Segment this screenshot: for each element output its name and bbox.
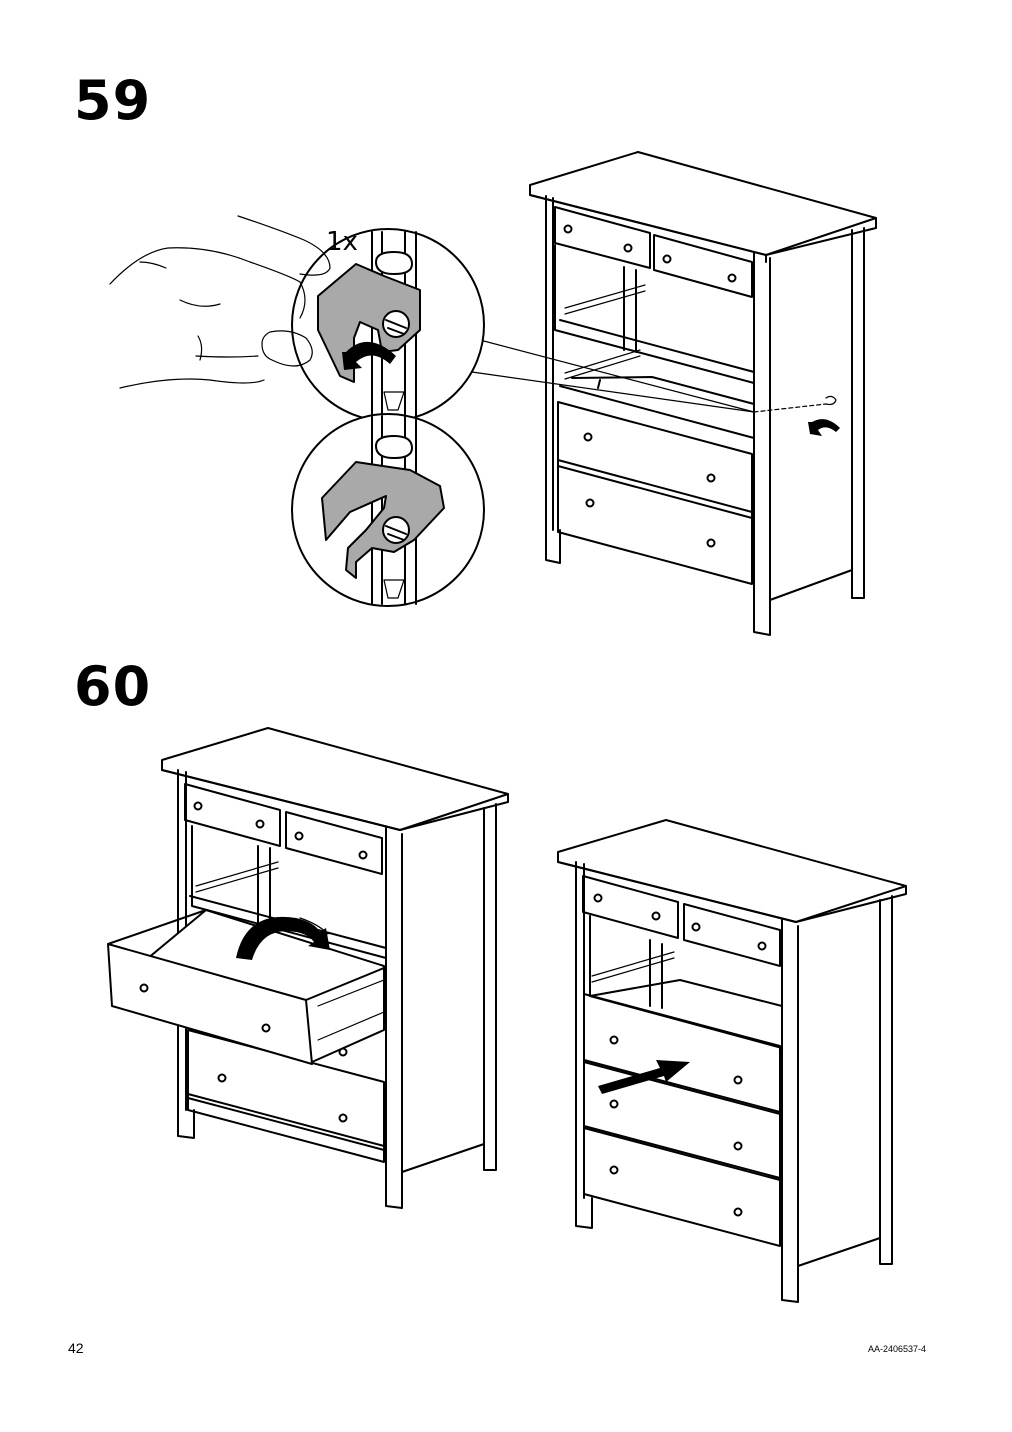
dresser-step60-right <box>557 819 907 1303</box>
document-code: AA-2406537-4 <box>868 1344 927 1354</box>
detail-circle-lower <box>291 413 485 607</box>
callout-line-upper <box>479 339 755 413</box>
callout-line-lower <box>471 371 755 413</box>
step59-illustration: 1x <box>109 151 877 636</box>
hand-illustration <box>109 215 331 389</box>
page-number: 42 <box>68 1340 84 1356</box>
detail-circle-upper <box>291 228 485 422</box>
quantity-label: 1x <box>326 227 358 257</box>
step-number-60: 60 <box>74 655 152 718</box>
step-number-59: 59 <box>74 69 152 132</box>
dresser-step59 <box>529 151 877 636</box>
step60-illustration <box>107 727 907 1303</box>
dresser-step60-left <box>107 727 509 1209</box>
